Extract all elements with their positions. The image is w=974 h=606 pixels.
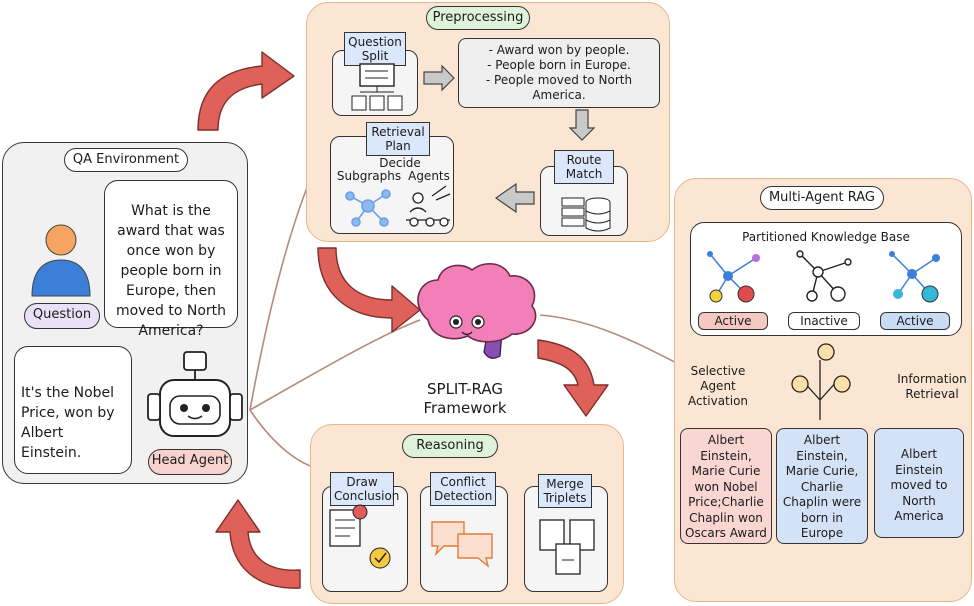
kb-status-2: Inactive [788, 312, 860, 330]
kb-status-1: Active [698, 312, 768, 330]
question-bubble: What is the award that was once won by p… [104, 180, 238, 339]
conflict-detection-tag: Conflict Detection [430, 472, 496, 506]
reasoning-title: Reasoning [402, 434, 498, 458]
arrow-qa-to-preprocessing [197, 51, 295, 131]
multi-agent-rag-title: Multi-Agent RAG [760, 186, 884, 210]
kb-status-3: Active [880, 312, 950, 330]
draw-conclusion-tag: Draw Conclusion [330, 472, 399, 506]
merge-triplets-tag: Merge Triplets [538, 474, 592, 508]
result-card-1: Albert Einstein, Marie Curie won Nobel P… [680, 428, 772, 544]
subgraphs-label: Subgraphs [336, 169, 402, 183]
answer-text: It's the Nobel Price, won by Albert Eins… [21, 385, 115, 461]
decide-label: Decide [379, 156, 421, 170]
split-item-1: - Award won by people. [488, 43, 630, 57]
result-card-3: Albert Einstein moved to North America [874, 428, 964, 538]
question-label: Question [24, 303, 100, 329]
framework-label-line1: SPLIT-RAG [427, 380, 503, 398]
split-item-3: - People moved to North America. [485, 73, 633, 102]
information-retrieval-label: Information Retrieval [897, 372, 967, 401]
result-text-1: Albert Einstein, Marie Curie won Nobel P… [685, 433, 767, 540]
preprocessing-title: Preprocessing [426, 6, 530, 30]
qa-environment-title: QA Environment [64, 148, 188, 172]
split-results-box: - Award won by people. - People born in … [458, 38, 660, 108]
split-item-2: - People born in Europe. [487, 58, 631, 72]
route-match-tag: Route Match [554, 150, 614, 184]
framework-label-line2: Framework [423, 399, 507, 417]
question-split-tag: Question Split [344, 32, 406, 66]
agents-label: Agents [408, 169, 450, 183]
knowledge-base-title: Partitioned Knowledge Base [742, 230, 910, 244]
result-card-2: Albert Einstein, Marie Curie, Charlie Ch… [776, 428, 868, 544]
arrow-reasoning-to-qa [215, 499, 301, 589]
result-text-2: Albert Einstein, Marie Curie, Charlie Ch… [782, 433, 862, 540]
head-agent-label: Head Agent [148, 449, 232, 475]
arrow-brain-to-reasoning [537, 339, 609, 417]
result-text-3: Albert Einstein moved to North America [890, 447, 948, 523]
selective-activation-label: Selective Agent Activation [687, 364, 749, 408]
question-text: What is the award that was once won by p… [115, 203, 227, 339]
arrow-preprocessing-to-brain [317, 247, 421, 333]
answer-bubble: It's the Nobel Price, won by Albert Eins… [14, 346, 132, 474]
retrieval-plan-tag: Retrieval Plan [366, 122, 430, 156]
